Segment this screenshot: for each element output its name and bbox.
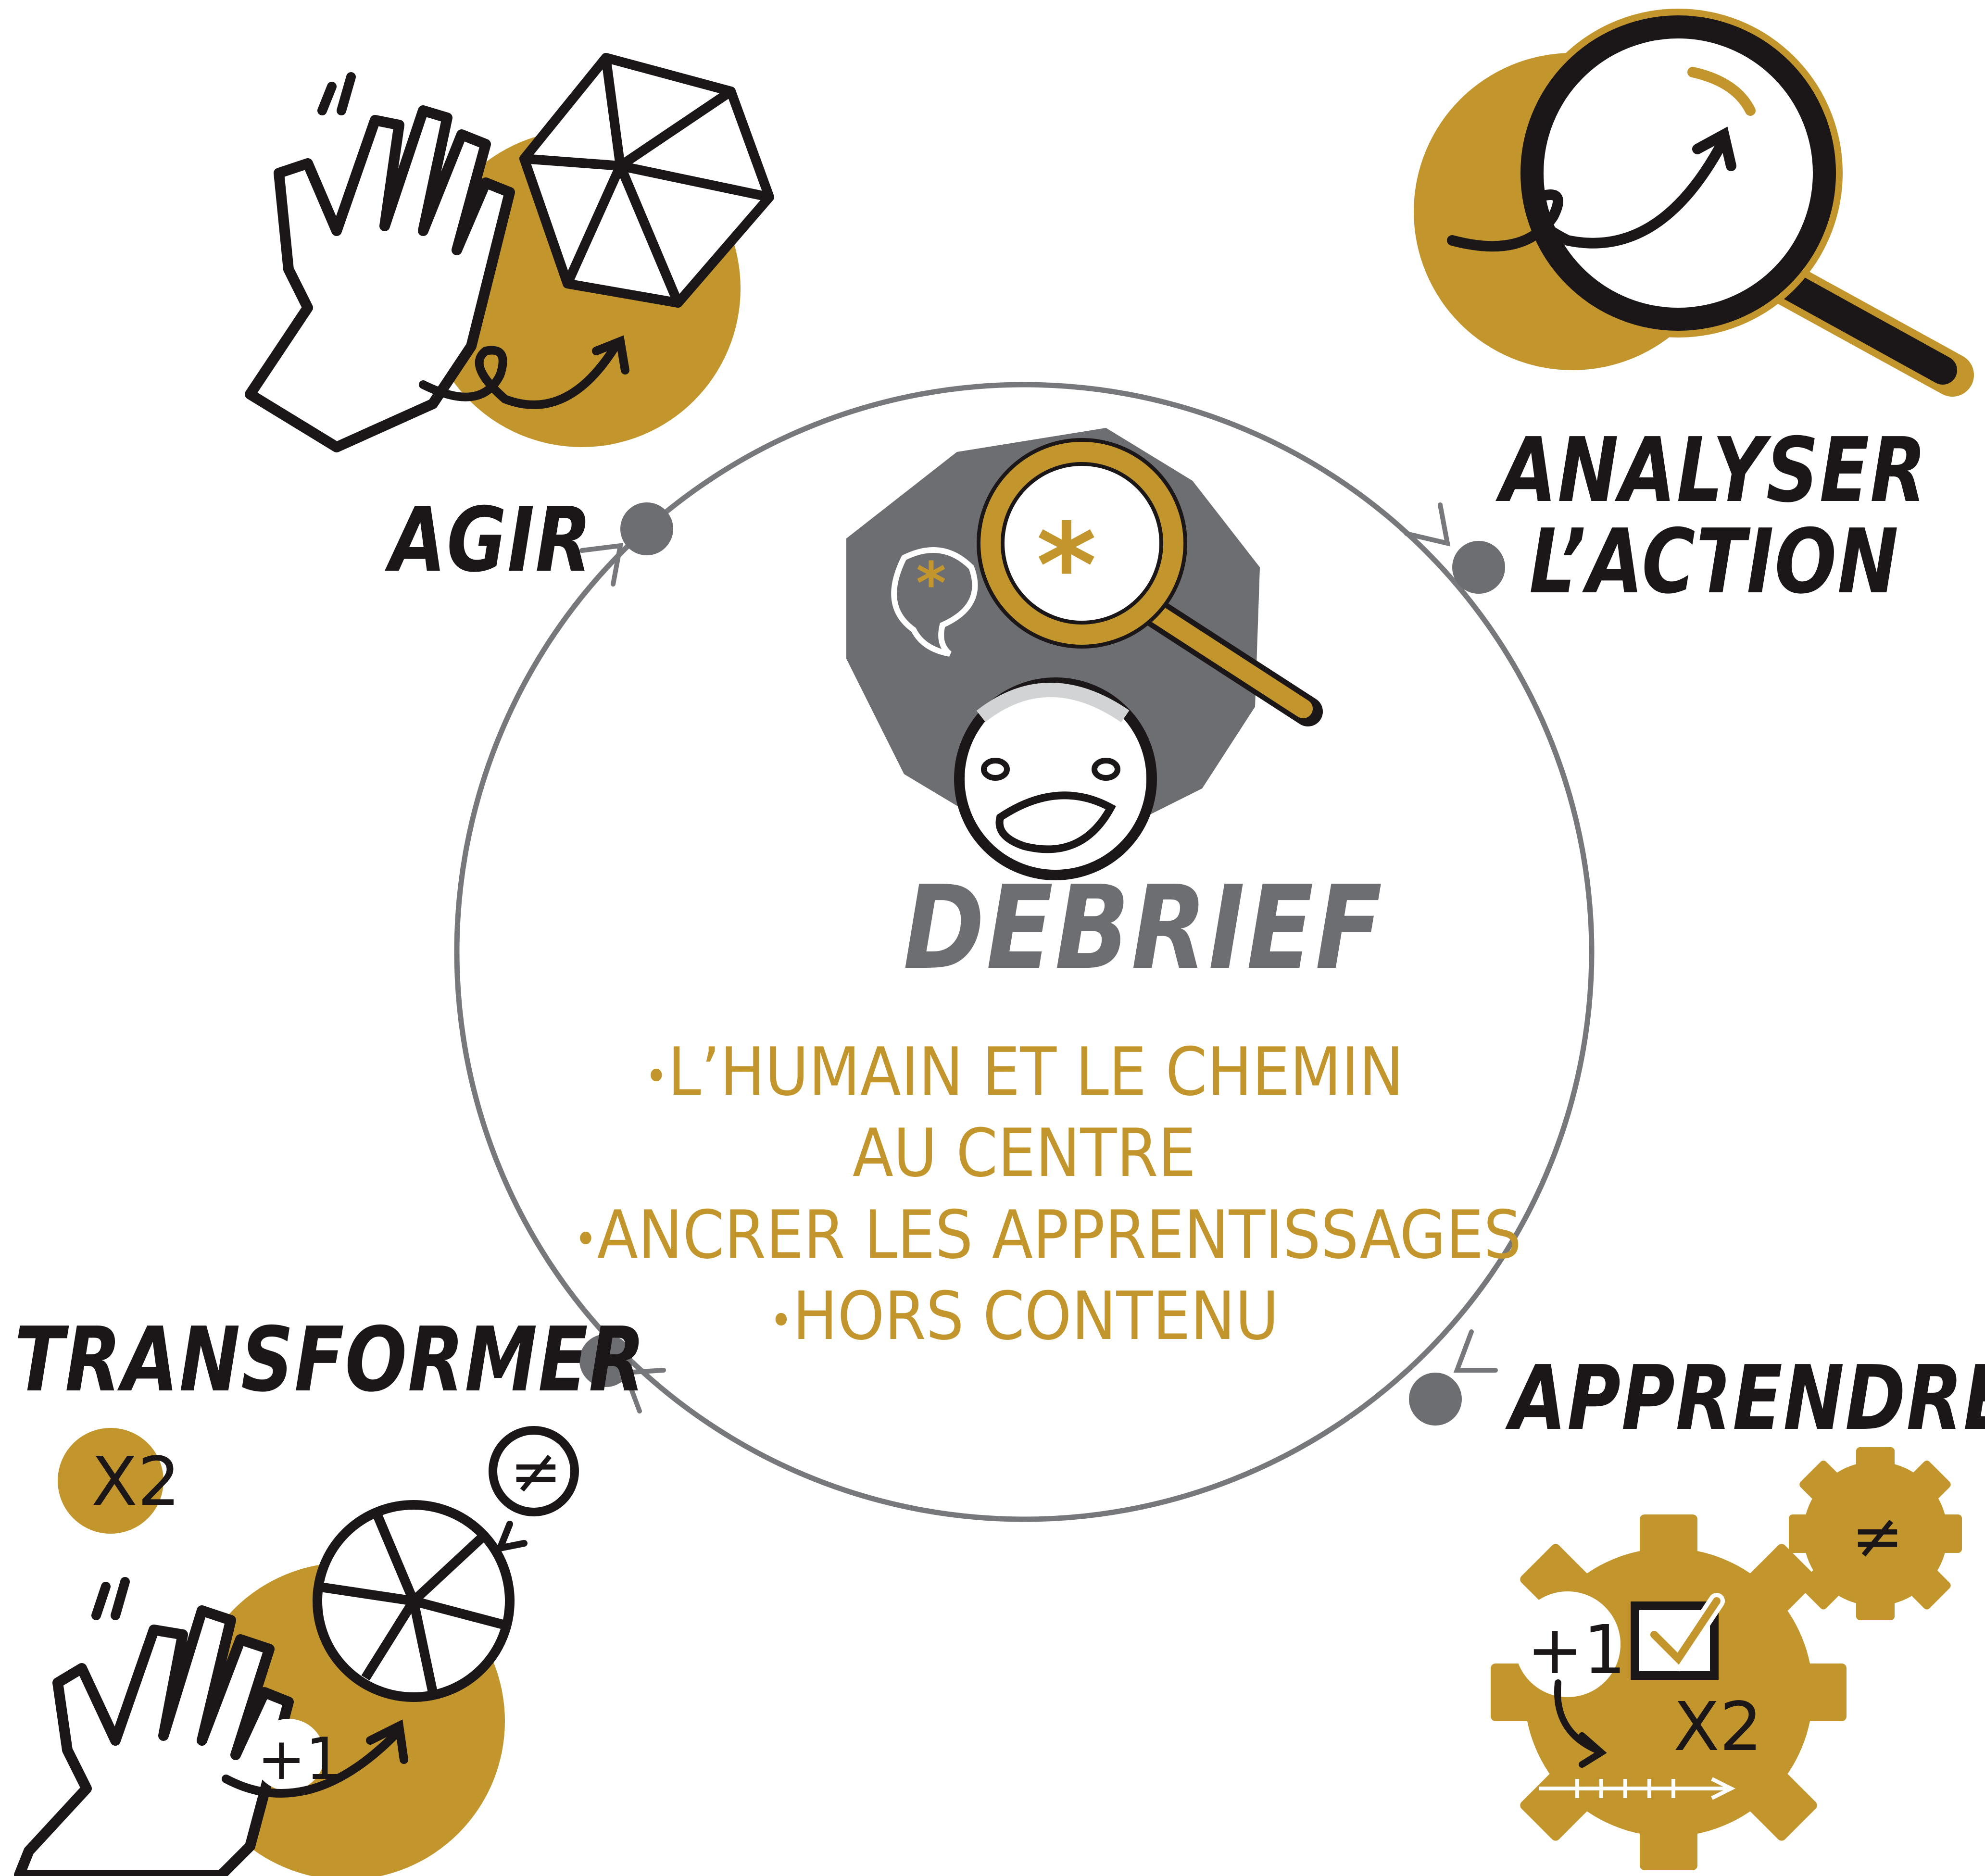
svg-text:≠: ≠ xyxy=(1851,1500,1904,1573)
node-analyser xyxy=(1452,541,1505,594)
node-transformer xyxy=(579,1334,632,1387)
bullet-line-3: •ANCRER LES APPRENTISSAGES xyxy=(574,1196,1522,1274)
hand-icon xyxy=(14,1605,294,1876)
stage-label-apprendre: APPRENDRE xyxy=(1510,1346,1985,1450)
svg-text:+1: +1 xyxy=(1527,1611,1626,1689)
speech-bubble-icon xyxy=(891,547,978,657)
hand-icon xyxy=(245,105,515,452)
svg-text:*: * xyxy=(916,550,946,617)
different-annotation: ≠ xyxy=(510,1435,562,1508)
x2-annotation: X2 xyxy=(91,1443,180,1521)
svg-text:X2: X2 xyxy=(1673,1688,1762,1766)
cycle-arrows xyxy=(579,502,1498,1413)
center-bullet-list: •L’HUMAIN ET LE CHEMIN AU CENTRE •ANCRER… xyxy=(574,1033,1522,1360)
stage-label-analyser-line2: L’ACTION xyxy=(1529,510,1899,613)
asterisk-icon: * xyxy=(1036,499,1097,633)
analyser-illustration xyxy=(1414,9,1974,397)
node-apprendre xyxy=(1409,1373,1462,1426)
transformer-illustration: X2 ≠ +1 xyxy=(14,1426,579,1876)
apprendre-illustration: ≠ +1 X2 xyxy=(1491,1447,1962,1870)
speech-bubble-icon xyxy=(489,1426,579,1516)
bullet-line-1: •L’HUMAIN ET LE CHEMIN xyxy=(644,1033,1404,1111)
agir-illustration xyxy=(245,53,774,452)
plus-one-badge xyxy=(252,1719,325,1791)
small-gold-disc xyxy=(58,1428,163,1534)
magnifier-icon xyxy=(978,439,1186,647)
node-agir xyxy=(620,502,673,555)
gear-icon xyxy=(1789,1447,1962,1620)
pie-icon xyxy=(313,1500,515,1702)
gear-icon xyxy=(1491,1514,1847,1870)
crystal-icon xyxy=(519,53,774,308)
stage-label-transformer: TRANSFORMER xyxy=(14,1308,646,1412)
stage-label-agir: AGIR xyxy=(389,488,592,592)
center-title: DEBRIEF xyxy=(903,861,1384,995)
cycle-circle xyxy=(454,382,1595,1522)
debrief-illustration: * * xyxy=(846,428,1323,880)
loop-arrow-icon xyxy=(419,342,620,409)
bullet-line-4: •HORS CONTENU xyxy=(769,1277,1279,1355)
loop-arrow-icon xyxy=(1447,139,1727,252)
stage-label-analyser-line1: ANALYSER xyxy=(1500,418,1927,522)
magnifier-icon xyxy=(1520,14,1837,332)
bullet-line-2: AU CENTRE xyxy=(852,1114,1196,1192)
